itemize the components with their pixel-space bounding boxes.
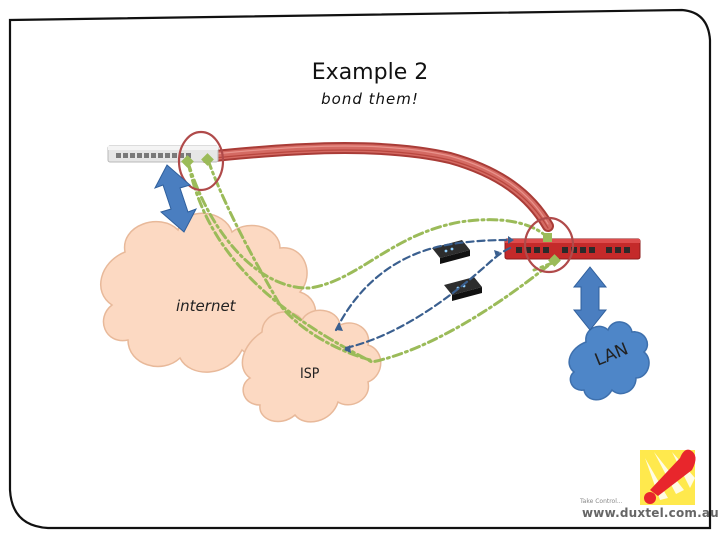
bond-cable [199, 142, 554, 232]
logo-url: www.duxtel.com.au [582, 506, 719, 520]
isp-label: ISP [300, 366, 320, 382]
logo-tagline: Take Control... [580, 498, 623, 505]
switch-port-highlight [177, 130, 225, 192]
lan-arrow [572, 266, 608, 331]
blue-link-markers [336, 236, 514, 353]
isp-cloud [241, 309, 382, 423]
slide-frame [8, 8, 712, 530]
lan-cloud [568, 321, 650, 401]
modem-lower [444, 277, 482, 301]
router-port-highlight [523, 216, 575, 274]
slide-title: Example 2 [311, 60, 429, 85]
internet-arrow [153, 164, 198, 233]
duxtel-logo-icon [640, 449, 696, 505]
modem-upper [432, 240, 470, 264]
blue-links [334, 238, 512, 350]
internet-label: internet [176, 297, 236, 315]
switch-device [107, 145, 219, 163]
slide-subtitle: bond them! [321, 90, 419, 108]
